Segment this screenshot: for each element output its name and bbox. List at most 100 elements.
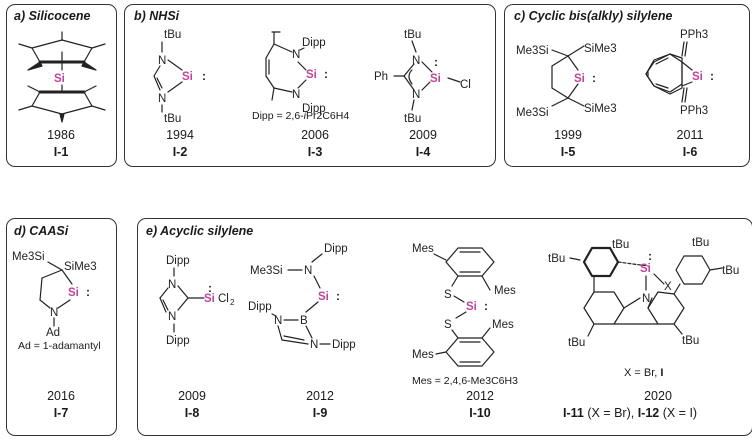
svg-text:B: B xyxy=(300,315,308,327)
svg-text::: : xyxy=(336,289,340,303)
svg-text:tBu: tBu xyxy=(164,29,181,41)
svg-text:N: N xyxy=(310,339,318,351)
svg-text:PPh3: PPh3 xyxy=(680,105,708,117)
svg-text:Si: Si xyxy=(306,69,317,81)
panel-c-title: c) Cyclic bis(alkly) silylene xyxy=(514,9,673,23)
svg-text:N: N xyxy=(158,55,166,67)
svg-text:X: X xyxy=(664,281,672,293)
svg-text:Dipp: Dipp xyxy=(248,301,272,313)
id-i-11-i-12: I-11 (X = Br), I-12 (X = I) xyxy=(563,406,698,420)
year-i-8: 2009 xyxy=(178,389,206,403)
svg-text:N: N xyxy=(412,55,420,67)
svg-text:Cl: Cl xyxy=(460,79,471,91)
svg-text:N: N xyxy=(292,89,300,101)
svg-text:Mes: Mes xyxy=(492,319,514,331)
year-i-10: 2012 xyxy=(466,389,494,403)
id-i-8: I-8 xyxy=(184,406,200,420)
id-i-5: I-5 xyxy=(560,145,576,159)
x-definition: X = Br, I xyxy=(624,367,664,379)
svg-text::: : xyxy=(434,55,438,69)
atom-si: Si xyxy=(54,73,65,85)
svg-text:Si: Si xyxy=(182,71,193,83)
structure-i-11: tBu tBu : Si X N tBu tBu tBu tBu xyxy=(548,237,739,349)
year-i-4: 2009 xyxy=(409,128,437,142)
svg-text:tBu: tBu xyxy=(164,113,181,125)
svg-text:Me3Si: Me3Si xyxy=(516,45,549,57)
svg-text:tBu: tBu xyxy=(682,335,699,347)
svg-text:SiMe3: SiMe3 xyxy=(584,43,617,55)
svg-text:Si: Si xyxy=(204,293,215,305)
svg-text:tBu: tBu xyxy=(692,237,709,249)
svg-text:Mes: Mes xyxy=(494,285,516,297)
panel-e-title: e) Acyclic silylene xyxy=(146,224,254,238)
svg-text:Dipp: Dipp xyxy=(302,103,326,115)
svg-text:S: S xyxy=(444,289,452,301)
svg-text:Dipp: Dipp xyxy=(332,339,356,351)
structure-i-4: tBu N Ph Si : Cl N tBu xyxy=(374,29,471,125)
structure-i-3: N Dipp Si : N Dipp xyxy=(265,31,328,115)
svg-text::: : xyxy=(710,69,714,83)
panel-acyclic-silylene xyxy=(137,218,752,436)
structure-i-8: Dipp N N : Si Cl 2 Dipp xyxy=(159,255,235,347)
svg-text::: : xyxy=(208,281,212,295)
panel-d-title: d) CAASi xyxy=(14,224,69,238)
year-i-6: 2011 xyxy=(676,128,704,142)
svg-text::: : xyxy=(202,69,206,83)
svg-text:Mes: Mes xyxy=(412,243,434,255)
panel-nhsi xyxy=(124,4,496,167)
svg-text:SiMe3: SiMe3 xyxy=(64,261,97,273)
svg-text:Mes: Mes xyxy=(412,349,434,361)
svg-text:Si: Si xyxy=(466,301,477,313)
year-i-9: 2012 xyxy=(306,389,334,403)
year-i-11: 2020 xyxy=(644,389,672,403)
dipp-definition: Dipp = 2,6-iPr2C6H4 xyxy=(252,110,350,122)
svg-text:N: N xyxy=(412,89,420,101)
svg-text:Si: Si xyxy=(430,73,441,85)
svg-text:Ad: Ad xyxy=(46,327,60,339)
panel-a-title: a) Silicocene xyxy=(14,9,91,23)
year-i-7: 2016 xyxy=(47,389,75,403)
id-i-10: I-10 xyxy=(469,406,491,420)
structure-i-10: Mes Mes S Si : S Mes Mes xyxy=(412,243,516,367)
svg-text:tBu: tBu xyxy=(568,337,585,349)
svg-text::: : xyxy=(86,285,90,299)
id-i-6: I-6 xyxy=(682,145,698,159)
ad-definition: Ad = 1-adamantyl xyxy=(18,340,101,352)
year-i-1: 1986 xyxy=(47,128,75,142)
svg-text:Dipp: Dipp xyxy=(324,243,348,255)
svg-text:N: N xyxy=(292,49,300,61)
svg-text::: : xyxy=(484,299,488,313)
id-i-1: I-1 xyxy=(53,145,69,159)
svg-text:tBu: tBu xyxy=(612,239,629,251)
svg-text:N: N xyxy=(642,293,650,305)
structure-i-5: Me3Si SiMe3 SiMe3 Si : Me3Si SiMe3 xyxy=(516,43,617,119)
svg-text:Si: Si xyxy=(574,73,585,85)
svg-text:Me3Si: Me3Si xyxy=(516,107,549,119)
svg-text:Ph: Ph xyxy=(374,71,388,83)
svg-text:Dipp: Dipp xyxy=(166,335,190,347)
id-i-2: I-2 xyxy=(172,145,188,159)
svg-text:Si: Si xyxy=(68,287,79,299)
svg-text:tBu: tBu xyxy=(404,29,421,41)
svg-text::: : xyxy=(592,71,596,85)
id-i-7: I-7 xyxy=(53,406,69,420)
svg-text:2: 2 xyxy=(230,298,235,307)
year-i-2: 1994 xyxy=(166,128,194,142)
svg-text:Me3Si: Me3Si xyxy=(250,265,283,277)
svg-text:N: N xyxy=(168,311,176,323)
svg-text:PPh3: PPh3 xyxy=(680,29,708,41)
svg-text:Si: Si xyxy=(640,263,651,275)
mes-definition: Mes = 2,4,6-Me3C6H3 xyxy=(412,375,518,387)
svg-text:Dipp: Dipp xyxy=(166,255,190,267)
panel-b-title: b) NHSi xyxy=(134,9,180,23)
id-i-9: I-9 xyxy=(312,406,328,420)
panel-caasi xyxy=(6,218,117,436)
svg-text:Si: Si xyxy=(692,71,703,83)
structure-i-9: Dipp Me3Si N Si : B N Dipp N Dipp xyxy=(248,243,356,351)
svg-text::: : xyxy=(648,249,652,263)
svg-text:Cl: Cl xyxy=(218,293,229,305)
year-i-5: 1999 xyxy=(554,128,582,142)
panel-cyclic-bisalkyl-silylene xyxy=(504,4,750,167)
structure-i-2: tBu N Si : N tBu xyxy=(153,29,206,125)
structure-i-7: Me3Si SiMe3 Si : N Ad xyxy=(12,251,97,339)
